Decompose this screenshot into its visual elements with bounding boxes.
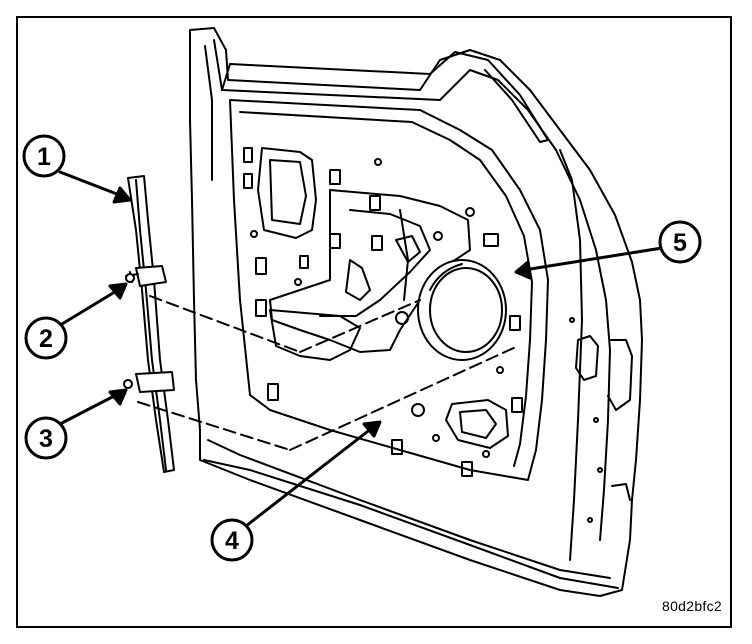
leader-arrows: [58, 170, 664, 528]
arrow-3: [58, 388, 128, 426]
callout-3: 3: [24, 416, 68, 460]
glass-run-channel: [123, 175, 175, 473]
callout-2-number: 2: [39, 325, 53, 353]
callout-4-number: 4: [225, 527, 239, 555]
callout-1-number: 1: [37, 143, 51, 171]
arrow-1: [58, 170, 132, 204]
inner-panel: [229, 99, 549, 481]
callout-5-number: 5: [673, 229, 687, 257]
figure-border: [16, 16, 732, 628]
callout-1: 1: [22, 134, 66, 178]
callout-5: 5: [658, 220, 702, 264]
alignment-lines: [137, 295, 519, 451]
callout-4: 4: [210, 518, 254, 562]
arrow-4: [244, 420, 382, 528]
callout-2: 2: [24, 316, 68, 360]
figure-reference-code: 80d2bfc2: [661, 598, 722, 614]
arrow-2: [60, 282, 128, 326]
arrow-5: [514, 246, 664, 280]
callout-3-number: 3: [39, 425, 53, 453]
